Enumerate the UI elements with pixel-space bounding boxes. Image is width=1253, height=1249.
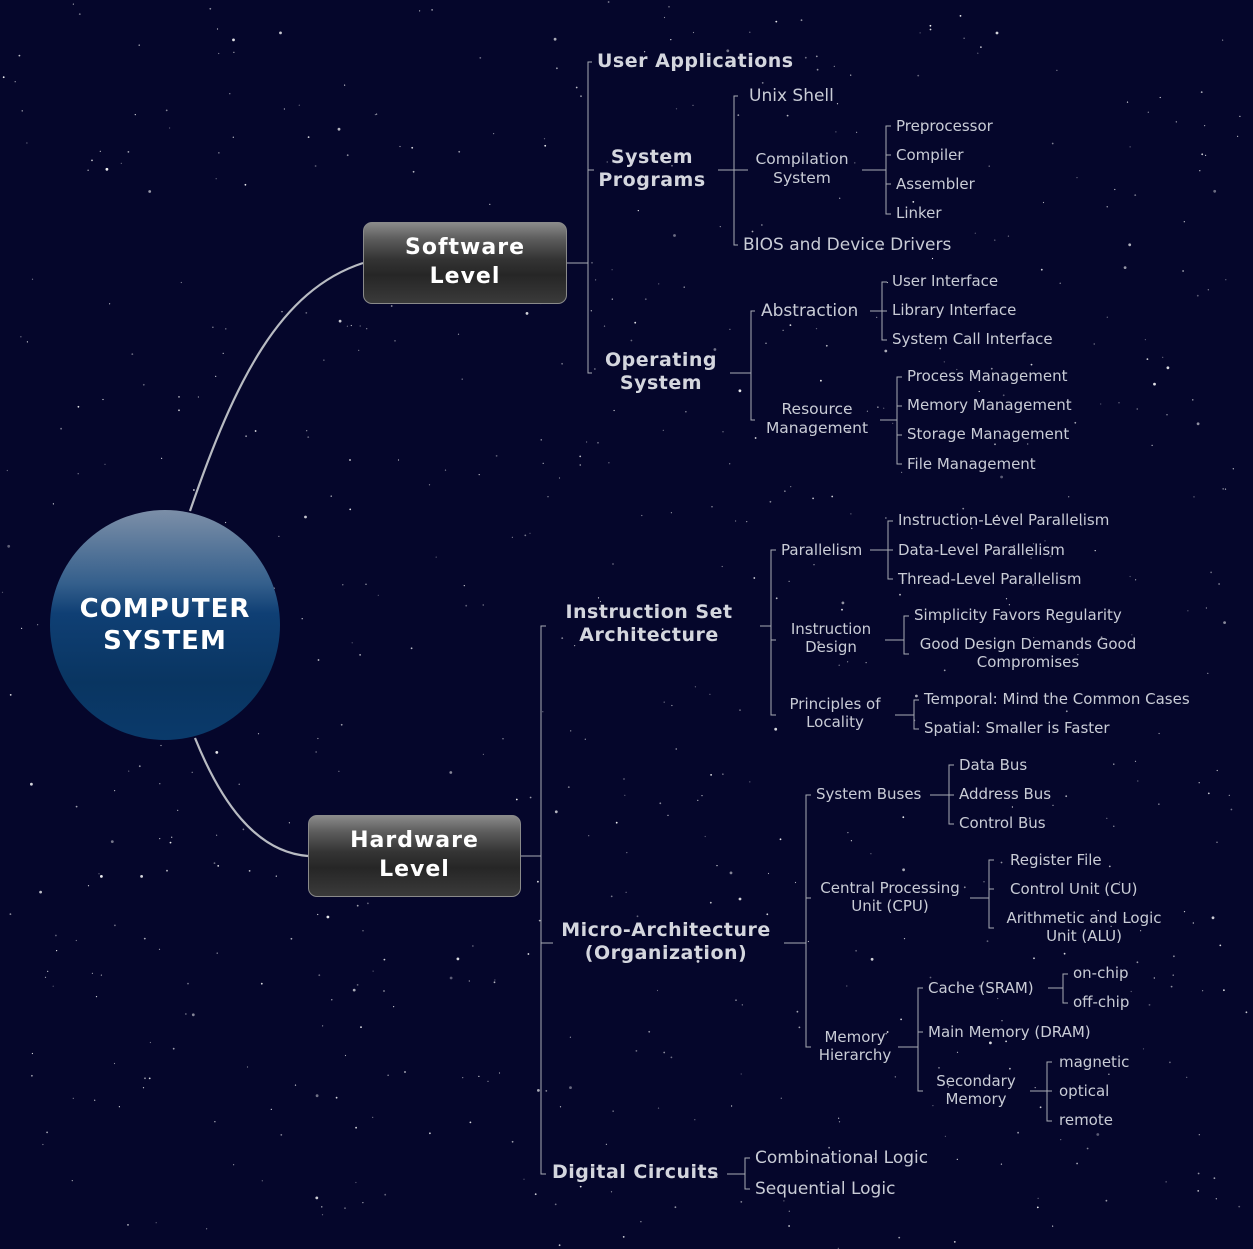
node-unix-shell[interactable]: Unix Shell [749,86,834,106]
node-temporal-locality[interactable]: Temporal: Mind the Common Cases [924,690,1190,708]
node-digital-circuits[interactable]: Digital Circuits [552,1161,719,1183]
node-user-interface[interactable]: User Interface [892,272,999,290]
node-instruction-design[interactable]: Instruction Design [790,620,872,656]
node-cache-sram[interactable]: Cache (SRAM) [928,979,1034,997]
node-on-chip[interactable]: on-chip [1073,964,1129,982]
node-main-memory-dram[interactable]: Main Memory (DRAM) [928,1023,1091,1041]
node-system-buses[interactable]: System Buses [816,785,922,803]
root-node-computer-system[interactable]: COMPUTER SYSTEM [50,510,280,740]
node-data-level-parallelism[interactable]: Data-Level Parallelism [898,541,1065,559]
node-parallelism[interactable]: Parallelism [781,541,863,559]
node-thread-level-parallelism[interactable]: Thread-Level Parallelism [898,570,1082,588]
node-cpu[interactable]: Central Processing Unit (CPU) [820,879,960,915]
node-data-bus[interactable]: Data Bus [959,756,1028,774]
node-good-design-demands-good-compromises[interactable]: Good Design Demands Good Compromises [919,635,1137,671]
node-register-file[interactable]: Register File [1010,851,1102,869]
node-instruction-set-architecture[interactable]: Instruction Set Architecture [565,601,733,646]
node-operating-system[interactable]: Operating System [604,349,718,394]
node-off-chip[interactable]: off-chip [1073,993,1130,1011]
hardware-level-node[interactable]: Hardware Level [308,815,521,897]
node-assembler[interactable]: Assembler [896,175,975,193]
node-compilation-system[interactable]: Compilation System [755,150,849,187]
node-system-programs[interactable]: System Programs [598,146,706,191]
node-optical[interactable]: optical [1059,1082,1110,1100]
node-combinational-logic[interactable]: Combinational Logic [755,1148,929,1168]
node-memory-hierarchy[interactable]: Memory Hierarchy [818,1028,892,1064]
root-to-software-connector [188,261,364,512]
node-instruction-level-parallelism[interactable]: Instruction-Level Parallelism [898,511,1110,529]
node-spatial-locality[interactable]: Spatial: Smaller is Faster [924,719,1110,737]
node-linker[interactable]: Linker [896,204,942,222]
node-simplicity-favors-regularity[interactable]: Simplicity Favors Regularity [914,606,1122,624]
node-principles-of-locality[interactable]: Principles of Locality [789,695,881,731]
node-remote[interactable]: remote [1059,1111,1113,1129]
node-file-management[interactable]: File Management [907,455,1036,473]
node-system-call-interface[interactable]: System Call Interface [892,330,1053,348]
root-to-hardware-connector [193,737,309,858]
node-process-management[interactable]: Process Management [907,367,1068,385]
node-preprocessor[interactable]: Preprocessor [896,117,993,135]
node-bios-device-drivers[interactable]: BIOS and Device Drivers [743,235,952,255]
node-storage-management[interactable]: Storage Management [907,425,1070,443]
node-resource-management[interactable]: Resource Management [765,400,869,437]
node-memory-management[interactable]: Memory Management [907,396,1072,414]
node-secondary-memory[interactable]: Secondary Memory [936,1072,1016,1108]
node-micro-architecture[interactable]: Micro-Architecture (Organization) [561,919,771,964]
node-alu[interactable]: Arithmetic and Logic Unit (ALU) [1006,909,1162,945]
node-user-applications[interactable]: User Applications [597,50,794,72]
node-sequential-logic[interactable]: Sequential Logic [755,1179,896,1199]
node-compiler[interactable]: Compiler [896,146,964,164]
node-magnetic[interactable]: magnetic [1059,1053,1130,1071]
node-library-interface[interactable]: Library Interface [892,301,1017,319]
node-control-bus[interactable]: Control Bus [959,814,1046,832]
node-abstraction[interactable]: Abstraction [761,301,859,321]
node-control-unit[interactable]: Control Unit (CU) [1010,880,1138,898]
node-address-bus[interactable]: Address Bus [959,785,1052,803]
software-level-node[interactable]: Software Level [363,222,567,304]
